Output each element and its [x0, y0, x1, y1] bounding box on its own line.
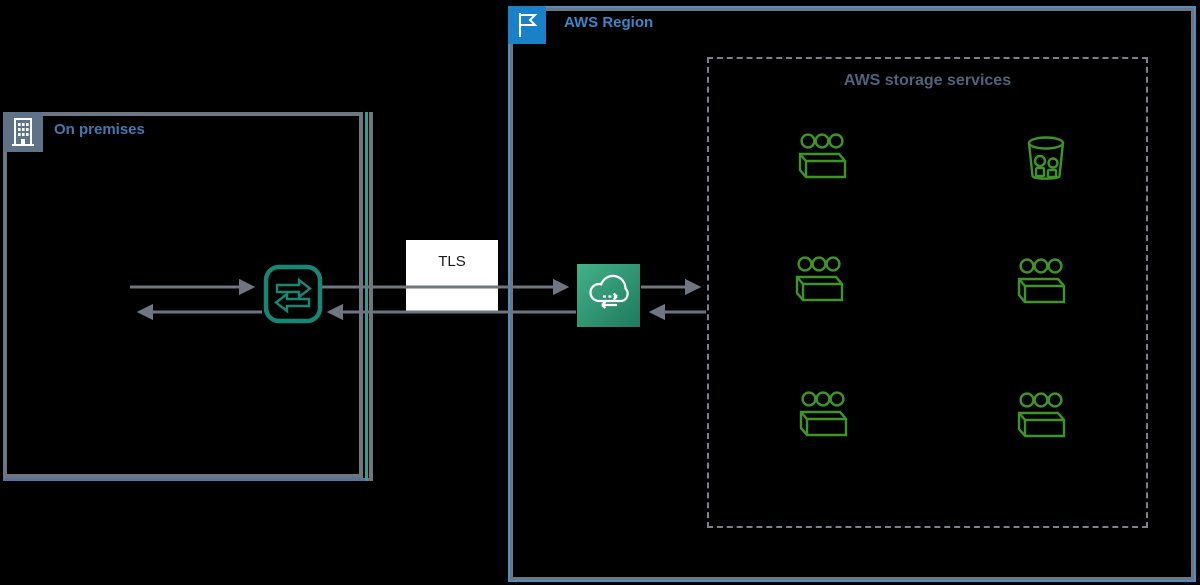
storage-tray-icon [1017, 392, 1066, 438]
on-premises-group-box [3, 112, 363, 478]
aws-storage-services-title: AWS storage services [843, 72, 1012, 89]
storage-tray-icon [798, 133, 847, 179]
on-premises-bottom-accent-line [3, 478, 373, 481]
tls-label: TLS [438, 253, 466, 270]
aws-region-label: AWS Region [564, 14, 654, 31]
network-boundary-line-gray [369, 112, 373, 481]
building-icon [3, 112, 43, 152]
network-boundary-line-teal [365, 112, 368, 481]
on-premises-label: On premises [54, 121, 145, 138]
aws-storage-services-group-box [707, 57, 1148, 528]
aws-region-group-box [508, 6, 1196, 582]
tls-callout-box: TLS [406, 240, 498, 313]
storage-tray-icon [1017, 258, 1066, 304]
cloud-data-transfer-icon [577, 264, 640, 327]
flag-icon [508, 6, 546, 44]
storage-bucket-icon [1027, 136, 1065, 180]
data-transfer-agent-icon [263, 264, 323, 324]
storage-tray-icon [795, 256, 844, 302]
storage-tray-icon [799, 391, 848, 437]
